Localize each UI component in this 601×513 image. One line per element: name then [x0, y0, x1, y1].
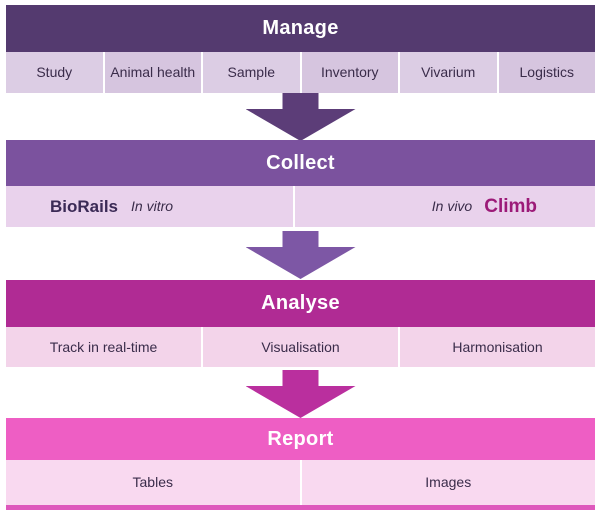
in-vivo-label: In vivo	[431, 198, 473, 215]
in-vitro-label: In vitro	[131, 198, 174, 215]
manage-header: Manage	[6, 5, 595, 52]
next-section-edge-bar	[6, 505, 595, 510]
arrow-gap-2	[6, 227, 595, 280]
report-row: Tables Images	[6, 460, 595, 505]
manage-cell-vivarium-label: Vivarium	[421, 64, 476, 81]
arrow-gap-1	[6, 93, 595, 140]
section-report: Report Tables Images	[6, 418, 595, 505]
analyse-row: Track in real-time Visualisation Harmoni…	[6, 327, 595, 367]
analyse-cell-visualisation: Visualisation	[203, 327, 398, 367]
report-header: Report	[6, 418, 595, 460]
arrow-gap-3	[6, 367, 595, 418]
manage-cell-logistics-label: Logistics	[519, 64, 574, 81]
manage-cell-inventory: Inventory	[301, 52, 398, 93]
analyse-cell-visualisation-label: Visualisation	[261, 338, 340, 355]
report-title: Report	[267, 427, 334, 450]
collect-title: Collect	[266, 151, 335, 174]
down-arrow-icon	[245, 93, 356, 140]
analyse-cell-harmonisation-label: Harmonisation	[452, 338, 543, 355]
manage-cell-study-label: Study	[36, 64, 73, 81]
down-arrow-icon	[245, 231, 356, 279]
manage-cell-animal-health-label: Animal health	[110, 64, 196, 81]
report-cell-tables-label: Tables	[132, 474, 173, 491]
analyse-cell-track-label: Track in real-time	[49, 338, 158, 355]
collect-header: Collect	[6, 140, 595, 186]
manage-cell-inventory-label: Inventory	[320, 64, 379, 81]
manage-title: Manage	[262, 17, 339, 39]
section-analyse: Analyse Track in real-time Visualisation…	[6, 280, 595, 367]
down-arrow-icon	[245, 370, 356, 418]
report-cell-images-label: Images	[425, 474, 472, 491]
report-cell-tables: Tables	[6, 460, 300, 505]
manage-cell-animal-health: Animal health	[104, 52, 201, 93]
manage-cell-study: Study	[6, 52, 103, 93]
biorails-brand: BioRails	[50, 196, 119, 216]
manage-cell-sample: Sample	[203, 52, 300, 93]
report-cell-images: Images	[301, 460, 595, 505]
analyse-title: Analyse	[261, 292, 340, 314]
analyse-cell-track: Track in real-time	[6, 327, 201, 367]
manage-cell-logistics: Logistics	[498, 52, 595, 93]
manage-row: Study Animal health Sample Inventory Viv…	[6, 52, 595, 93]
manage-cell-sample-label: Sample	[227, 64, 275, 81]
collect-cell-in-vivo: In vivo Climb	[294, 186, 595, 227]
analyse-header: Analyse	[6, 280, 595, 327]
collect-row: BioRails In vitro In vivo Climb	[6, 186, 595, 227]
climb-brand: Climb	[484, 195, 537, 217]
manage-cell-vivarium: Vivarium	[400, 52, 497, 93]
collect-cell-in-vitro: BioRails In vitro	[6, 186, 293, 227]
section-collect: Collect BioRails In vitro In vivo Climb	[6, 140, 595, 227]
analyse-cell-harmonisation: Harmonisation	[400, 327, 595, 367]
section-manage: Manage Study Animal health Sample Invent…	[6, 5, 595, 93]
